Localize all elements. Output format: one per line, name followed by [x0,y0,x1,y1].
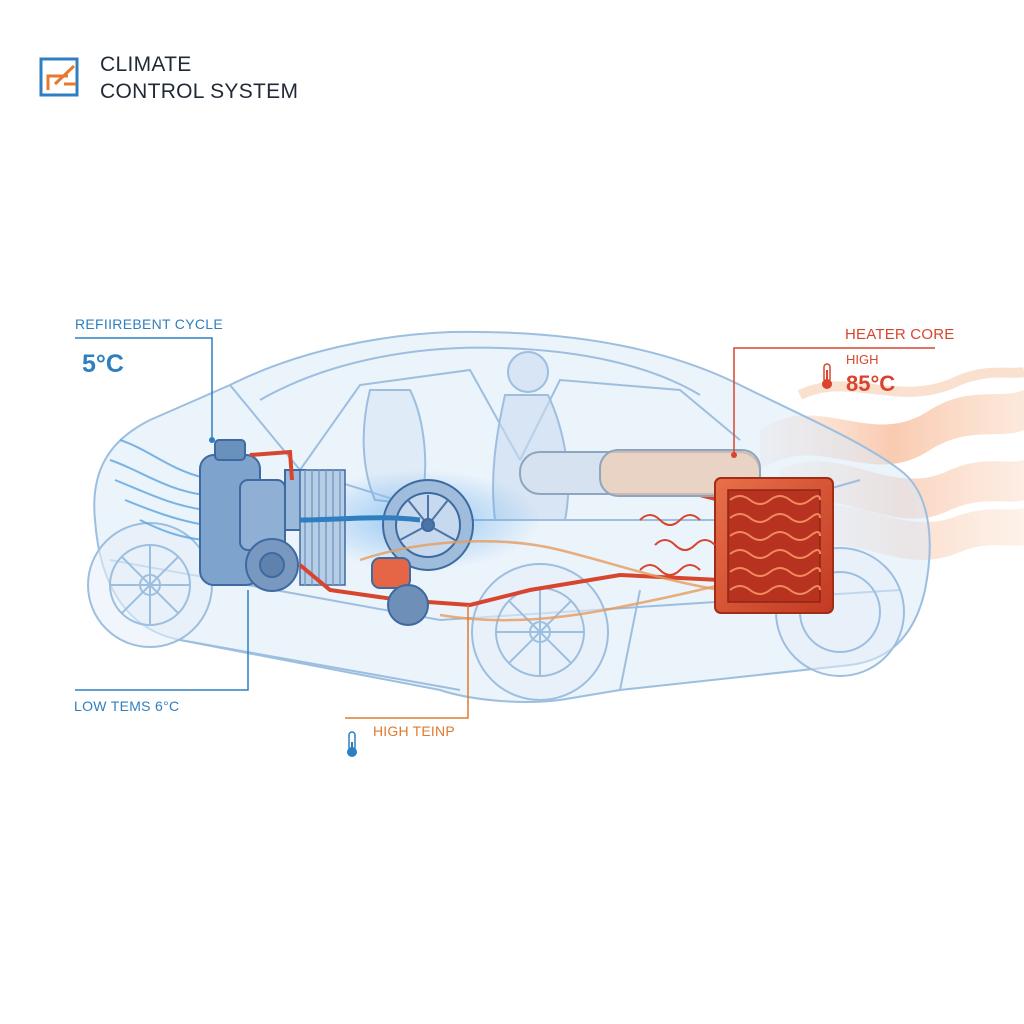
heater-duct [519,449,761,497]
condenser [299,469,346,586]
cold-line [299,515,421,523]
ac-compressor [199,439,306,592]
refrigerant-temp-value: 5°C [82,350,124,378]
blower-fan [382,479,474,571]
refrigerant-cycle-label: REFIIREBENT CYCLE [75,316,223,332]
low-temp-label: LOW TEMS 6°C [74,698,180,714]
rear-wheel-left [471,563,609,701]
heater-core [714,477,834,614]
title-line-1: CLIMATE [100,53,192,76]
heater-core-label: HEATER CORE [845,326,955,343]
logo-icon [39,57,79,97]
title-line-2: CONTROL SYSTEM [100,80,299,103]
heat-ripples [639,514,716,576]
cold-air-flow [109,439,206,541]
high-temp-label: HIGH TEINP [373,723,455,739]
callout-lines [75,337,935,719]
thermometer-hot-icon [822,363,832,389]
heater-high-label: HIGH [846,352,879,367]
warm-loops [359,540,721,622]
front-wheel [87,522,213,648]
thermometer-cold-icon [347,731,357,757]
coolant-pump [371,557,429,626]
heater-temp-value: 85°C [846,371,896,396]
